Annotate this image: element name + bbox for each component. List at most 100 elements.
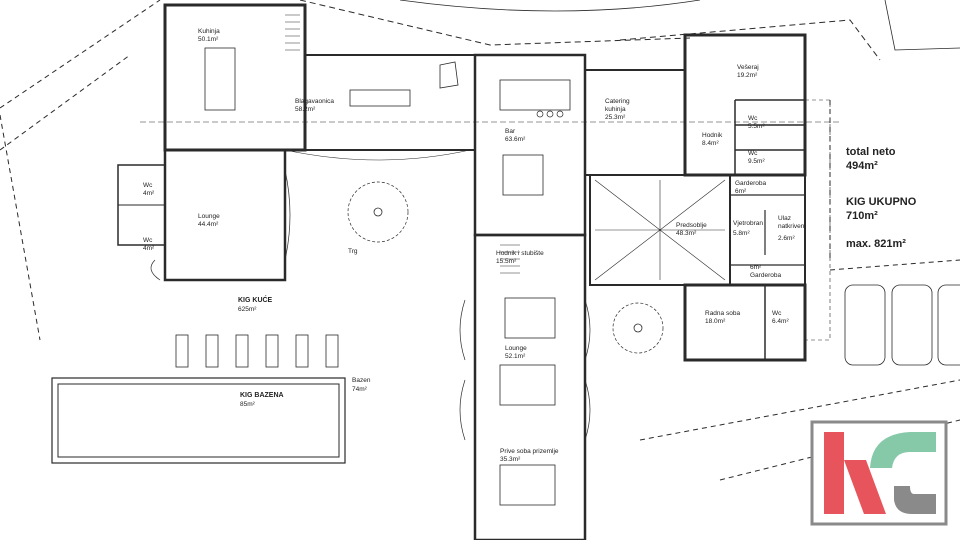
bar-table — [502, 154, 544, 196]
bar-stool — [546, 110, 554, 118]
road-edge — [884, 0, 960, 51]
room-label-hodnik: Hodnik — [702, 132, 723, 139]
room-label-garderoba1: Garderoba — [735, 180, 767, 187]
room-label-kuhinja: Kuhinja — [198, 28, 220, 35]
room-area-prive: 35.3m² — [500, 456, 521, 463]
site-boundary — [829, 259, 960, 271]
room-label-vjetrobran: Vjetrobran — [733, 220, 763, 227]
glass-wall-lower — [459, 299, 591, 441]
room-label-wc1: Wc — [748, 115, 758, 122]
terrace-outline — [805, 99, 831, 341]
room-area-kuhinja: 50.1m² — [198, 36, 219, 43]
dining-table — [349, 89, 411, 107]
parking-2 — [891, 284, 933, 366]
wall-bar — [473, 53, 587, 237]
kig-bazena-area: 85m² — [240, 401, 255, 408]
logo-c-bottom — [894, 486, 936, 514]
glass-wall-west — [150, 169, 291, 281]
room-area-wc3: 4m² — [143, 190, 155, 197]
room-area-lounge1: 44.4m² — [198, 221, 219, 228]
parking-1 — [844, 284, 886, 366]
bar-stool — [536, 110, 544, 118]
stairs-2 — [500, 244, 520, 274]
logo-c-top — [870, 432, 936, 468]
kig-bazena-label: KIG BAZENA — [240, 392, 284, 399]
prive-bed — [499, 464, 556, 506]
room-area-wc1: 5.5m² — [748, 123, 765, 130]
room-area-ulaz: 2.6m² — [778, 235, 795, 242]
road-edge — [399, 0, 701, 12]
max-value: max. 821m² — [846, 238, 906, 250]
room-area-catering: 25.3m² — [605, 114, 626, 121]
room-area-wc2: 9.5m² — [748, 158, 765, 165]
wall-garderoba-partition — [730, 194, 805, 266]
pool-outer — [51, 377, 346, 464]
wall-radna-soba — [683, 283, 807, 362]
room-area-vjetrobran: 5.8m² — [733, 230, 750, 237]
room-label-garderoba2: Garderoba — [750, 272, 782, 279]
room-label-lounge2: Lounge — [505, 345, 527, 352]
room-area-wc4: 4m² — [143, 245, 155, 252]
tree-east-center — [633, 323, 643, 333]
site-boundary — [619, 19, 881, 61]
room-area-hodnik: 8.4m² — [702, 140, 719, 147]
room-area-garderoba2: 6m² — [750, 264, 762, 271]
terrace-edge — [284, 149, 471, 161]
total-neto-value: 494m² — [846, 160, 878, 172]
bar-counter — [499, 79, 571, 111]
wall-blagavaonica — [305, 54, 475, 151]
room-label-wc2: Wc — [748, 150, 758, 157]
site-boundary — [0, 0, 161, 109]
lounge-sofa — [499, 364, 556, 406]
site-boundary — [299, 0, 691, 46]
room-area-radna: 18.0m² — [705, 318, 726, 325]
tree-east — [612, 302, 664, 354]
room-area-blagavaonica: 58.2m² — [295, 106, 316, 113]
room-label-catering: Catering kuhinja — [605, 98, 630, 113]
total-neto-label: total neto — [846, 146, 896, 158]
room-label-lounge1: Lounge — [198, 213, 220, 220]
room-area-vesraj: 19.2m² — [737, 72, 758, 79]
room-label-wc5: Wc — [772, 310, 782, 317]
kig-ukupno-label: KIG UKUPNO — [846, 196, 917, 208]
kitchen-island — [204, 47, 236, 111]
site-boundary — [0, 114, 41, 341]
kc-logo — [810, 420, 948, 526]
room-label-ulaz: Ulaz natkriven — [778, 215, 805, 230]
parking-3 — [937, 284, 960, 366]
room-area-predsoblje: 48.3m² — [676, 230, 697, 237]
room-label-bazen: Bazen — [352, 377, 371, 384]
room-area-hodnik2: 15.5m² — [496, 258, 517, 265]
logo-k-arm — [844, 460, 886, 514]
room-label-blagavaonica: Blagavaonica — [295, 98, 335, 105]
logo-k-stem — [824, 432, 844, 514]
room-label-wc4: Wc — [143, 237, 153, 244]
room-area-bazen: 74m² — [352, 386, 367, 393]
site-boundary — [0, 54, 131, 151]
room-label-radna: Radna soba — [705, 310, 741, 317]
piano — [439, 61, 459, 89]
stairs — [285, 14, 300, 51]
kig-kuce-area: 625m² — [238, 306, 257, 313]
wall-catering — [584, 69, 686, 176]
room-area-wc5: 6.4m² — [772, 318, 789, 325]
bar-stool — [556, 110, 564, 118]
room-area-garderoba1: 6m² — [735, 188, 747, 195]
wall-lower-wing — [473, 233, 587, 540]
kig-ukupno-value: 710m² — [846, 210, 878, 222]
room-label-hodnik2: Hodnik i stubište — [496, 250, 544, 257]
tree-trg — [347, 181, 409, 243]
site-boundary — [639, 379, 960, 441]
kig-kuce-label: KIG KUĆE — [238, 297, 273, 304]
room-area-bar: 63.6m² — [505, 136, 526, 143]
room-area-lounge2: 52.1m² — [505, 353, 526, 360]
room-label-prive: Prive soba prizemlje — [500, 448, 559, 455]
skylight-x — [594, 179, 726, 281]
room-label-trg: Trg — [348, 248, 358, 255]
wall-lounge-west — [163, 148, 287, 282]
room-label-vesraj: Vešeraj — [737, 64, 759, 71]
room-label-wc3: Wc — [143, 182, 153, 189]
wall-service — [683, 33, 807, 177]
tree-trg-center — [373, 207, 383, 217]
